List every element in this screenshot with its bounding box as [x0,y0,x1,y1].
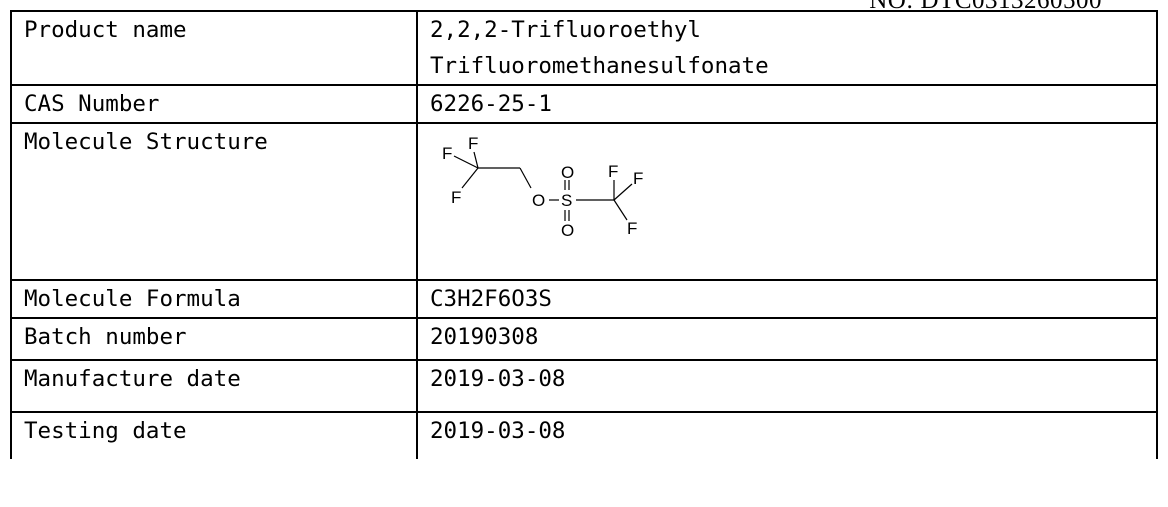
row-label: Product name [10,10,418,86]
spec-table: Product name 2,2,2-Trifluoroethyl Triflu… [10,10,1158,459]
atom-label: O [561,163,574,182]
table-row: Manufacture date 2019-03-08 [10,359,1158,413]
row-value: F F F O S O O F F F [416,122,1158,281]
bond [473,151,479,169]
atom-label: F [633,169,643,188]
atom-label: F [451,188,461,207]
structure-atoms: F F F O S O O F F F [442,134,643,240]
row-value: 2,2,2-Trifluoroethyl Trifluoromethanesul… [416,10,1158,86]
table-row: CAS Number 6226-25-1 [10,84,1158,124]
product-name-line1: 2,2,2-Trifluoroethyl [430,17,701,43]
manufacture-date-value: 2019-03-08 [416,359,1158,413]
atom-label: F [468,134,478,153]
atom-label: S [561,191,572,210]
bond [519,167,532,189]
cas-number-value: 6226-25-1 [416,84,1158,124]
bond [613,183,633,201]
batch-number-value: 20190308 [416,317,1158,361]
atom-label: O [532,191,545,210]
row-label: Manufacture date [10,359,418,413]
atom-label: F [627,219,637,238]
row-label: Molecule Structure [10,122,418,281]
table-row: Batch number 20190308 [10,317,1158,361]
table-row: Testing date 2019-03-08 [10,411,1158,459]
table-row: Product name 2,2,2-Trifluoroethyl Triflu… [10,10,1158,86]
table-row: Molecule Structure [10,122,1158,281]
structure-bonds [453,151,633,221]
table-row: Molecule Formula C3H2F6O3S [10,279,1158,319]
atom-label: F [608,162,618,181]
testing-date-value: 2019-03-08 [416,411,1158,459]
atom-label: O [561,221,574,240]
bond [453,155,479,169]
row-label: Testing date [10,411,418,459]
row-label: CAS Number [10,84,418,124]
product-name-line2: Trifluoromethanesulfonate [430,53,769,79]
molecule-formula-value: C3H2F6O3S [416,279,1158,319]
atom-label: F [442,144,452,163]
bond [613,199,628,221]
bond [461,167,479,189]
row-label: Batch number [10,317,418,361]
row-label: Molecule Formula [10,279,418,319]
molecule-structure: F F F O S O O F F F [442,134,643,240]
